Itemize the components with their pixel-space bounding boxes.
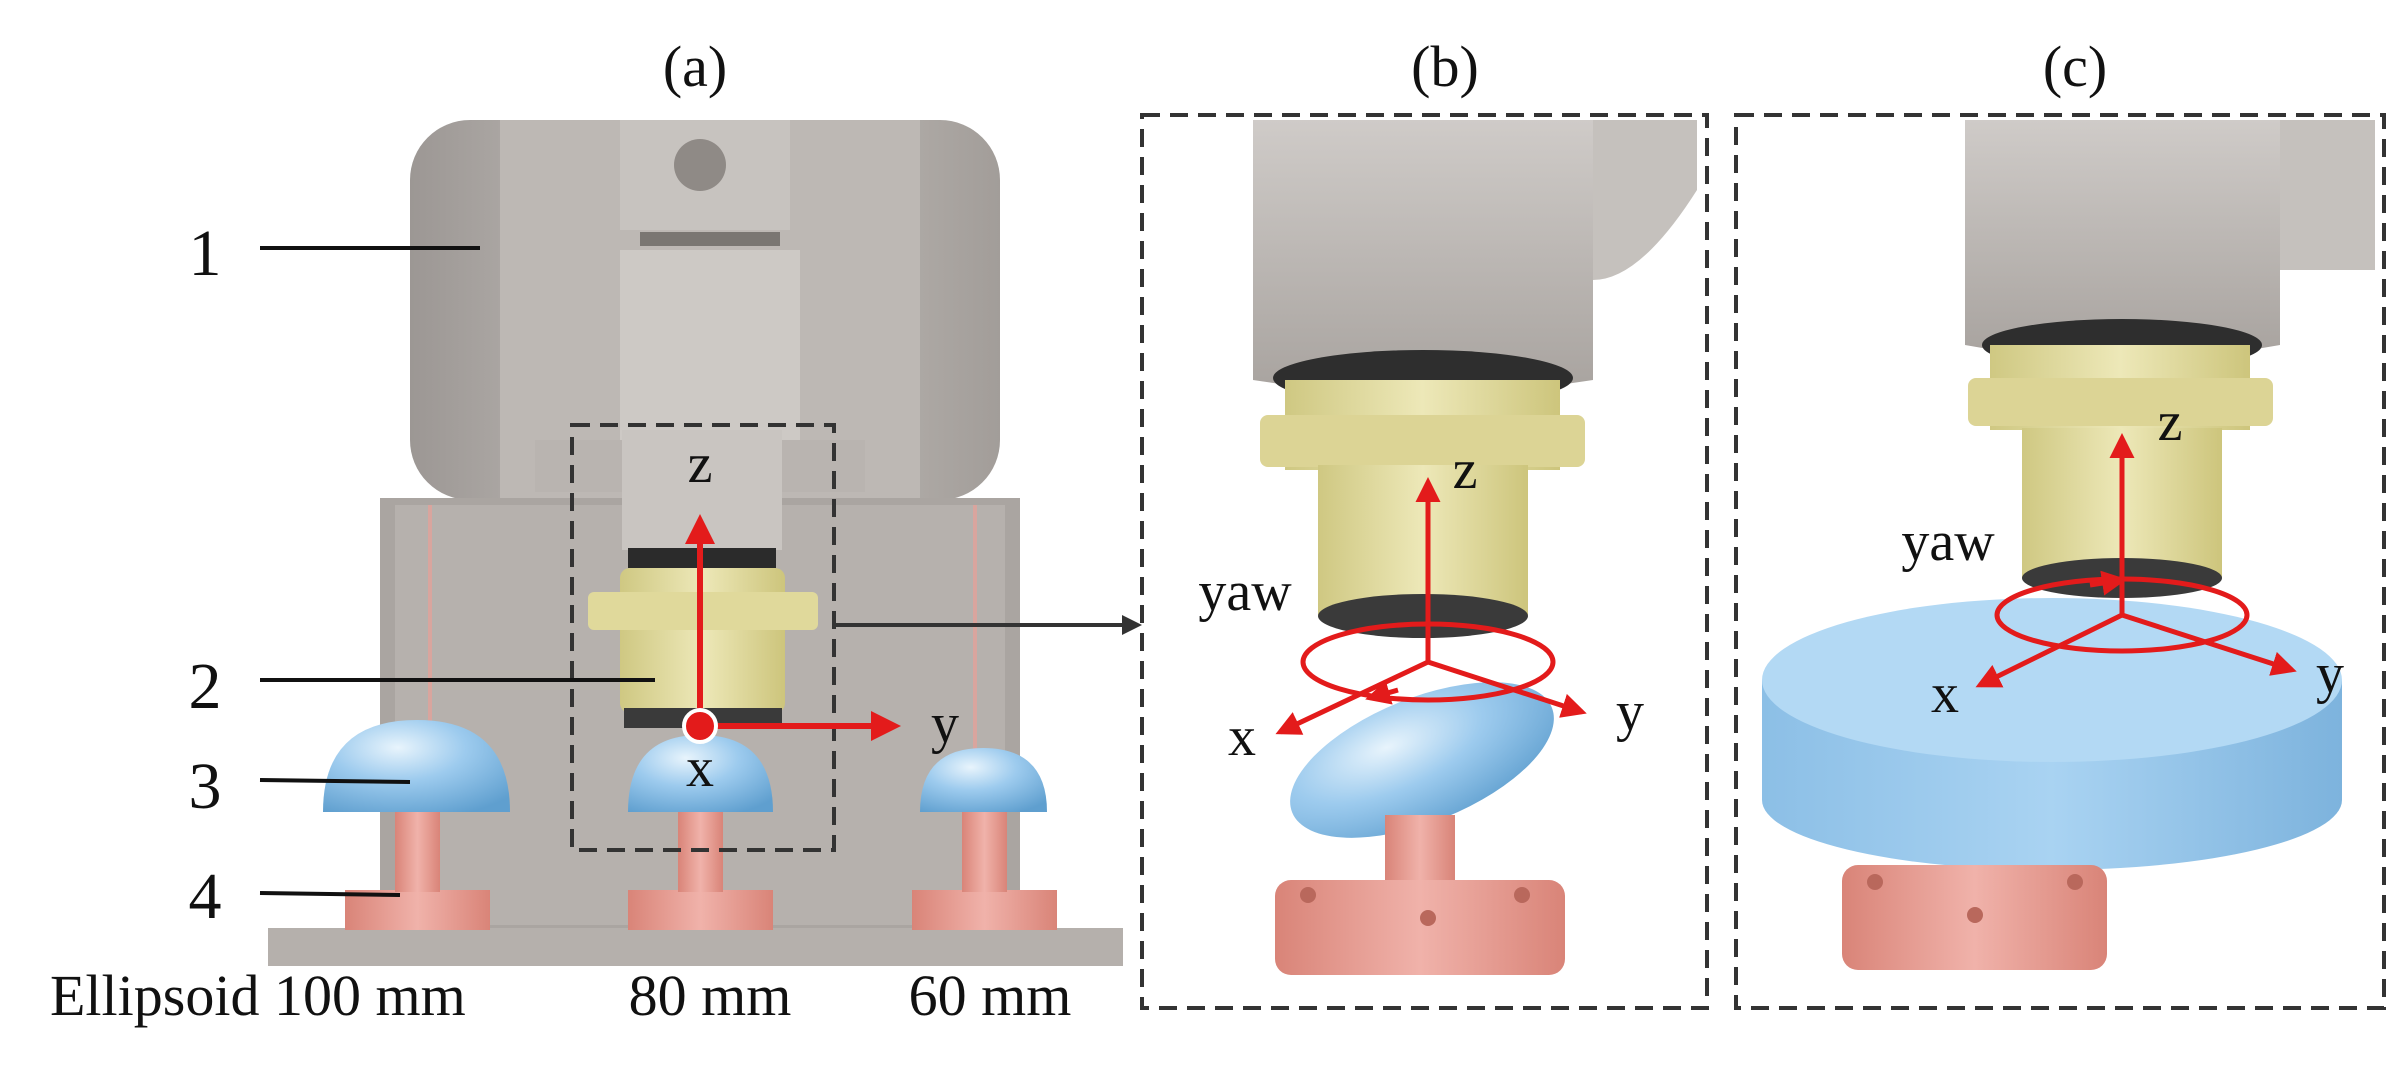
axis-x-label-a: x [686,737,714,799]
axis-x-label-b: x [1228,706,1256,768]
label-ellipsoid-100: Ellipsoid 100 mm [50,963,466,1028]
callout-1: 1 [189,217,222,290]
specimen-ellipsoid-60 [912,748,1057,930]
axis-z-label-a: z [688,433,713,495]
panel-a: (a) [50,34,1142,1028]
callout-2: 2 [189,650,222,723]
label-ellipsoid-60: 60 mm [909,963,1072,1028]
callout-4: 4 [189,860,222,933]
axis-y-label-c: y [2316,643,2344,705]
callout-3: 3 [189,750,222,823]
axes-a: z y x [682,433,959,799]
axis-yaw-label-b: yaw [1198,561,1292,623]
axis-x-label-c: x [1931,663,1959,725]
detail-frame [570,423,836,852]
axes-c: z yaw x y [1901,391,2344,725]
specimen-ellipsoid-100 [323,720,510,930]
panel-b: (b) z yaw x y [1140,34,1709,1010]
axes-b: z yaw x y [1198,439,1644,768]
panel-a-label: (a) [663,34,727,99]
panel-c: (c) z yaw x y [1734,34,2386,1010]
panel-c-label: (c) [2043,34,2107,99]
callouts: 1 2 3 4 [189,217,655,933]
panel-b-label: (b) [1411,34,1479,99]
axis-z-label-c: z [2158,391,2183,453]
axis-yaw-label-c: yaw [1901,511,1995,573]
panel-c-frame [1734,113,2386,1010]
axis-y-label-b: y [1616,681,1644,743]
axis-z-label-b: z [1453,439,1478,501]
panel-b-frame [1140,113,1709,1010]
axis-y-label-a: y [931,693,959,755]
base-plate [268,928,1123,966]
label-ellipsoid-80: 80 mm [629,963,792,1028]
